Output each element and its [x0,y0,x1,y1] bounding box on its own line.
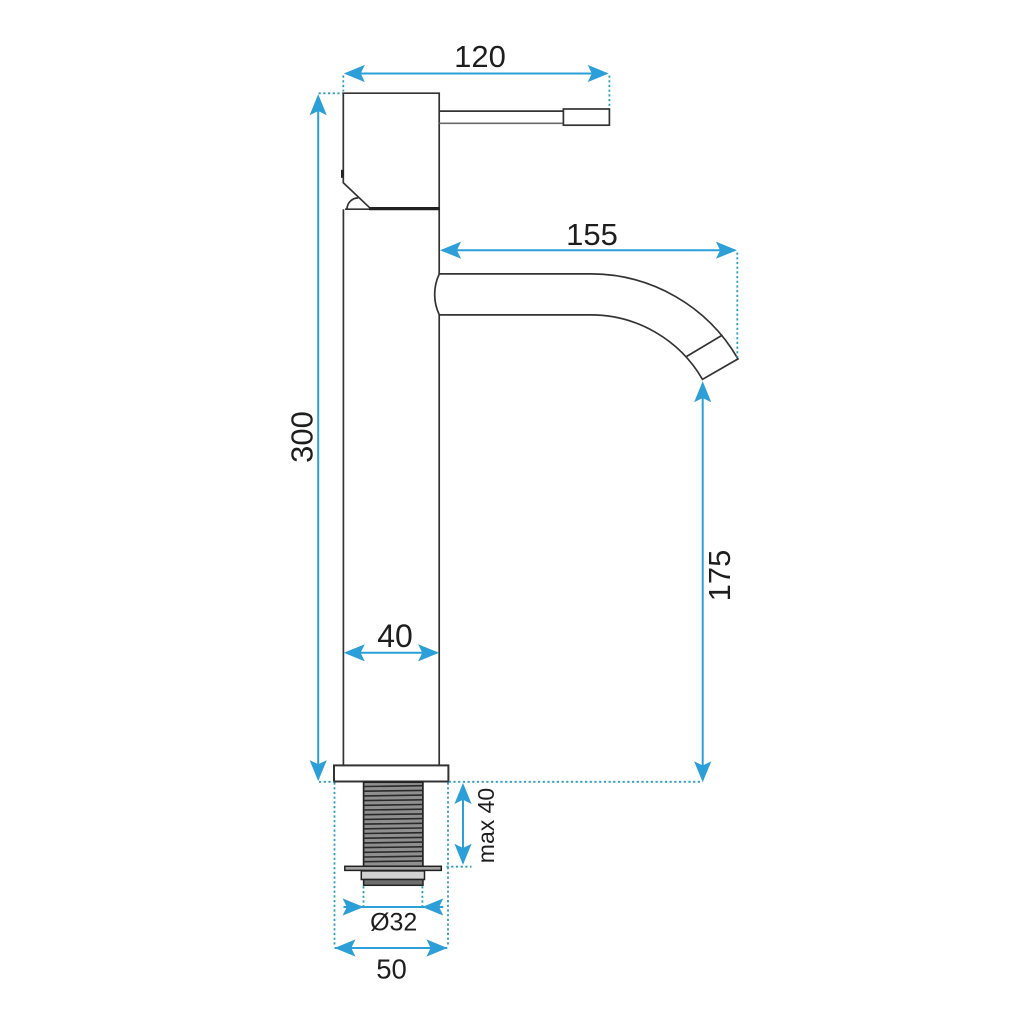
svg-text:175: 175 [702,550,737,602]
svg-text:max 40: max 40 [473,788,499,863]
svg-text:300: 300 [284,411,319,463]
svg-text:Ø32: Ø32 [370,909,417,937]
svg-text:120: 120 [454,39,506,74]
svg-text:155: 155 [566,217,618,252]
svg-text:40: 40 [377,618,413,654]
svg-text:50: 50 [376,954,407,985]
